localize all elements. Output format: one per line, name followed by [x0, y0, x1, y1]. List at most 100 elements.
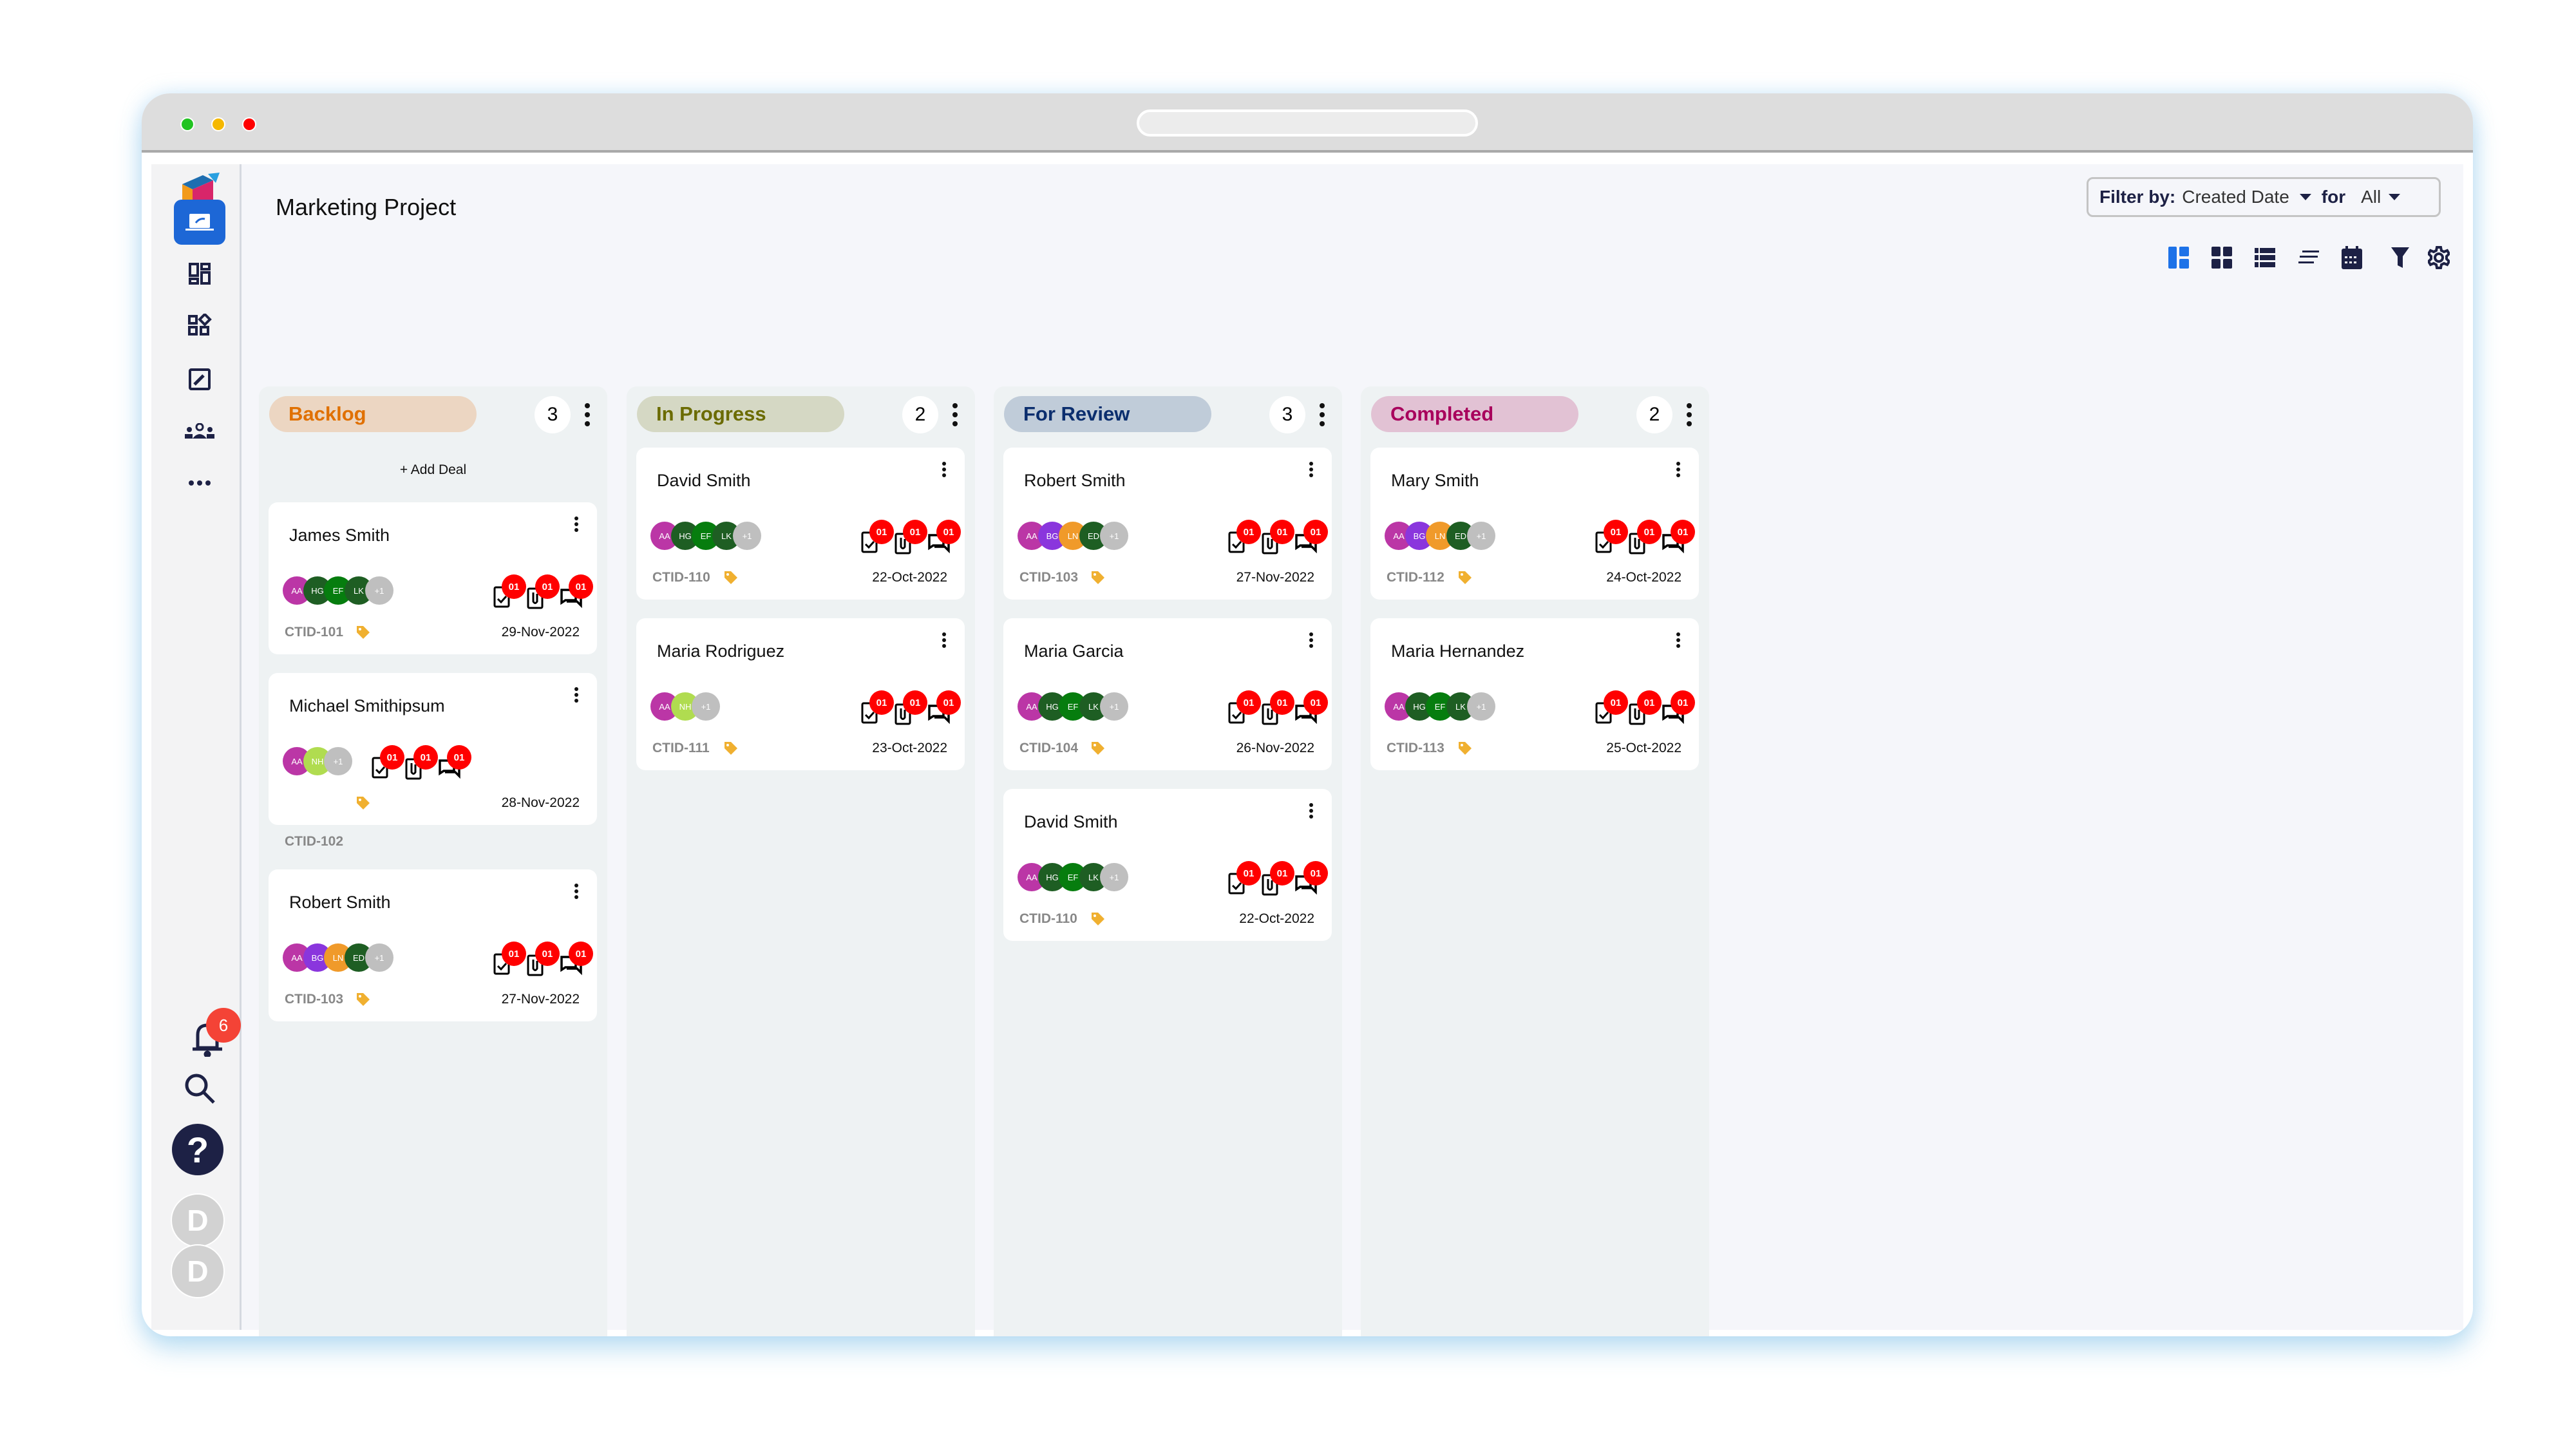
- checklist-button[interactable]: 01: [1228, 690, 1261, 725]
- comments-button[interactable]: 01: [1295, 520, 1328, 554]
- chevron-down-icon[interactable]: [2299, 194, 2311, 200]
- checklist-button[interactable]: 01: [861, 520, 894, 554]
- kanban-view-icon[interactable]: [2166, 245, 2192, 270]
- column-title[interactable]: For Review: [1004, 396, 1211, 432]
- close-button[interactable]: [242, 117, 256, 131]
- add-deal-button[interactable]: + Add Deal: [399, 462, 467, 477]
- filter-field-select[interactable]: Created Date: [2182, 187, 2289, 207]
- tasks-icon[interactable]: [174, 356, 225, 401]
- help-button[interactable]: ?: [172, 1124, 223, 1175]
- comments-button[interactable]: 01: [439, 745, 471, 780]
- chevron-down-icon[interactable]: [2389, 194, 2401, 200]
- assignee-avatar[interactable]: +1: [1467, 692, 1495, 721]
- card-menu-icon[interactable]: [1308, 803, 1314, 819]
- card-menu-icon[interactable]: [1675, 632, 1681, 648]
- apps-icon[interactable]: [174, 303, 225, 348]
- assignee-avatar[interactable]: +1: [1100, 863, 1128, 891]
- assignee-avatar[interactable]: +1: [365, 943, 393, 972]
- checklist-button[interactable]: 01: [861, 690, 894, 725]
- card-menu-icon[interactable]: [573, 884, 580, 899]
- checklist-button[interactable]: 01: [1228, 520, 1261, 554]
- card-menu-icon[interactable]: [941, 632, 947, 648]
- assignee-avatar[interactable]: +1: [733, 522, 761, 550]
- minimize-button[interactable]: [211, 117, 225, 131]
- assignee-avatar[interactable]: +1: [324, 747, 352, 775]
- tag-icon[interactable]: [1090, 911, 1106, 930]
- column-title[interactable]: Backlog: [269, 396, 477, 432]
- checklist-button[interactable]: 01: [493, 942, 526, 976]
- card-menu-icon[interactable]: [1308, 462, 1314, 477]
- assignee-avatar[interactable]: +1: [692, 692, 720, 721]
- attachment-button[interactable]: 01: [1262, 690, 1294, 725]
- projects-icon[interactable]: [174, 200, 225, 245]
- column-menu-icon[interactable]: [1686, 403, 1692, 426]
- column-title[interactable]: In Progress: [637, 396, 844, 432]
- tag-icon[interactable]: [355, 992, 371, 1010]
- column-menu-icon[interactable]: [1319, 403, 1325, 426]
- tag-icon[interactable]: [723, 741, 739, 759]
- assignee-avatar[interactable]: +1: [1100, 692, 1128, 721]
- comments-button[interactable]: 01: [560, 574, 593, 609]
- team-icon[interactable]: [174, 409, 225, 454]
- comments-button[interactable]: 01: [928, 520, 961, 554]
- card-menu-icon[interactable]: [573, 516, 580, 532]
- card-menu-icon[interactable]: [941, 462, 947, 477]
- calendar-icon[interactable]: [2339, 245, 2365, 270]
- attachment-button[interactable]: 01: [895, 520, 927, 554]
- tag-icon[interactable]: [1457, 741, 1473, 759]
- checklist-button[interactable]: 01: [1595, 520, 1628, 554]
- checklist-button[interactable]: 01: [1228, 861, 1261, 896]
- attachment-button[interactable]: 01: [1262, 520, 1294, 554]
- attachment-button[interactable]: 01: [405, 745, 438, 780]
- attachment-button[interactable]: 01: [1629, 690, 1662, 725]
- maximize-button[interactable]: [180, 117, 194, 131]
- compact-list-icon[interactable]: [2296, 245, 2322, 270]
- assignee-avatar[interactable]: +1: [1467, 522, 1495, 550]
- comments-button[interactable]: 01: [928, 690, 961, 725]
- comments-button[interactable]: 01: [1295, 690, 1328, 725]
- tag-icon[interactable]: [355, 795, 371, 814]
- column-menu-icon[interactable]: [952, 403, 958, 426]
- checklist-button[interactable]: 01: [1595, 690, 1628, 725]
- card-menu-icon[interactable]: [1308, 632, 1314, 648]
- user-avatar[interactable]: D: [171, 1244, 225, 1298]
- user-avatar[interactable]: D: [171, 1193, 225, 1247]
- address-bar[interactable]: [1137, 109, 1478, 137]
- filter-scope-select[interactable]: All: [2361, 187, 2382, 207]
- grid-view-icon[interactable]: [2209, 245, 2235, 270]
- column-title[interactable]: Completed: [1371, 396, 1578, 432]
- card-menu-icon[interactable]: [573, 687, 580, 703]
- attachment-button[interactable]: 01: [1262, 861, 1294, 896]
- card-menu-icon[interactable]: [1675, 462, 1681, 477]
- assignee-avatar[interactable]: +1: [1100, 522, 1128, 550]
- comments-button[interactable]: 01: [1662, 520, 1695, 554]
- checklist-button[interactable]: 01: [493, 574, 526, 609]
- attachment-button[interactable]: 01: [895, 690, 927, 725]
- tag-icon[interactable]: [723, 570, 739, 589]
- tag-icon[interactable]: [1090, 570, 1106, 589]
- comments-button[interactable]: 01: [1295, 861, 1328, 896]
- search-icon[interactable]: [174, 1066, 225, 1111]
- comments-button[interactable]: 01: [1662, 690, 1695, 725]
- list-view-icon[interactable]: [2252, 245, 2278, 270]
- settings-icon[interactable]: [2426, 245, 2452, 270]
- tag-icon[interactable]: [1090, 741, 1106, 759]
- tag-icon[interactable]: [1457, 570, 1473, 589]
- checklist-button[interactable]: 01: [372, 745, 404, 780]
- attachment-button[interactable]: 01: [1629, 520, 1662, 554]
- comments-button[interactable]: 01: [560, 942, 593, 976]
- dashboard-icon[interactable]: [174, 251, 225, 296]
- column-menu-icon[interactable]: [584, 403, 591, 426]
- attachment-button[interactable]: 01: [527, 942, 560, 976]
- filter-icon[interactable]: [2387, 245, 2413, 270]
